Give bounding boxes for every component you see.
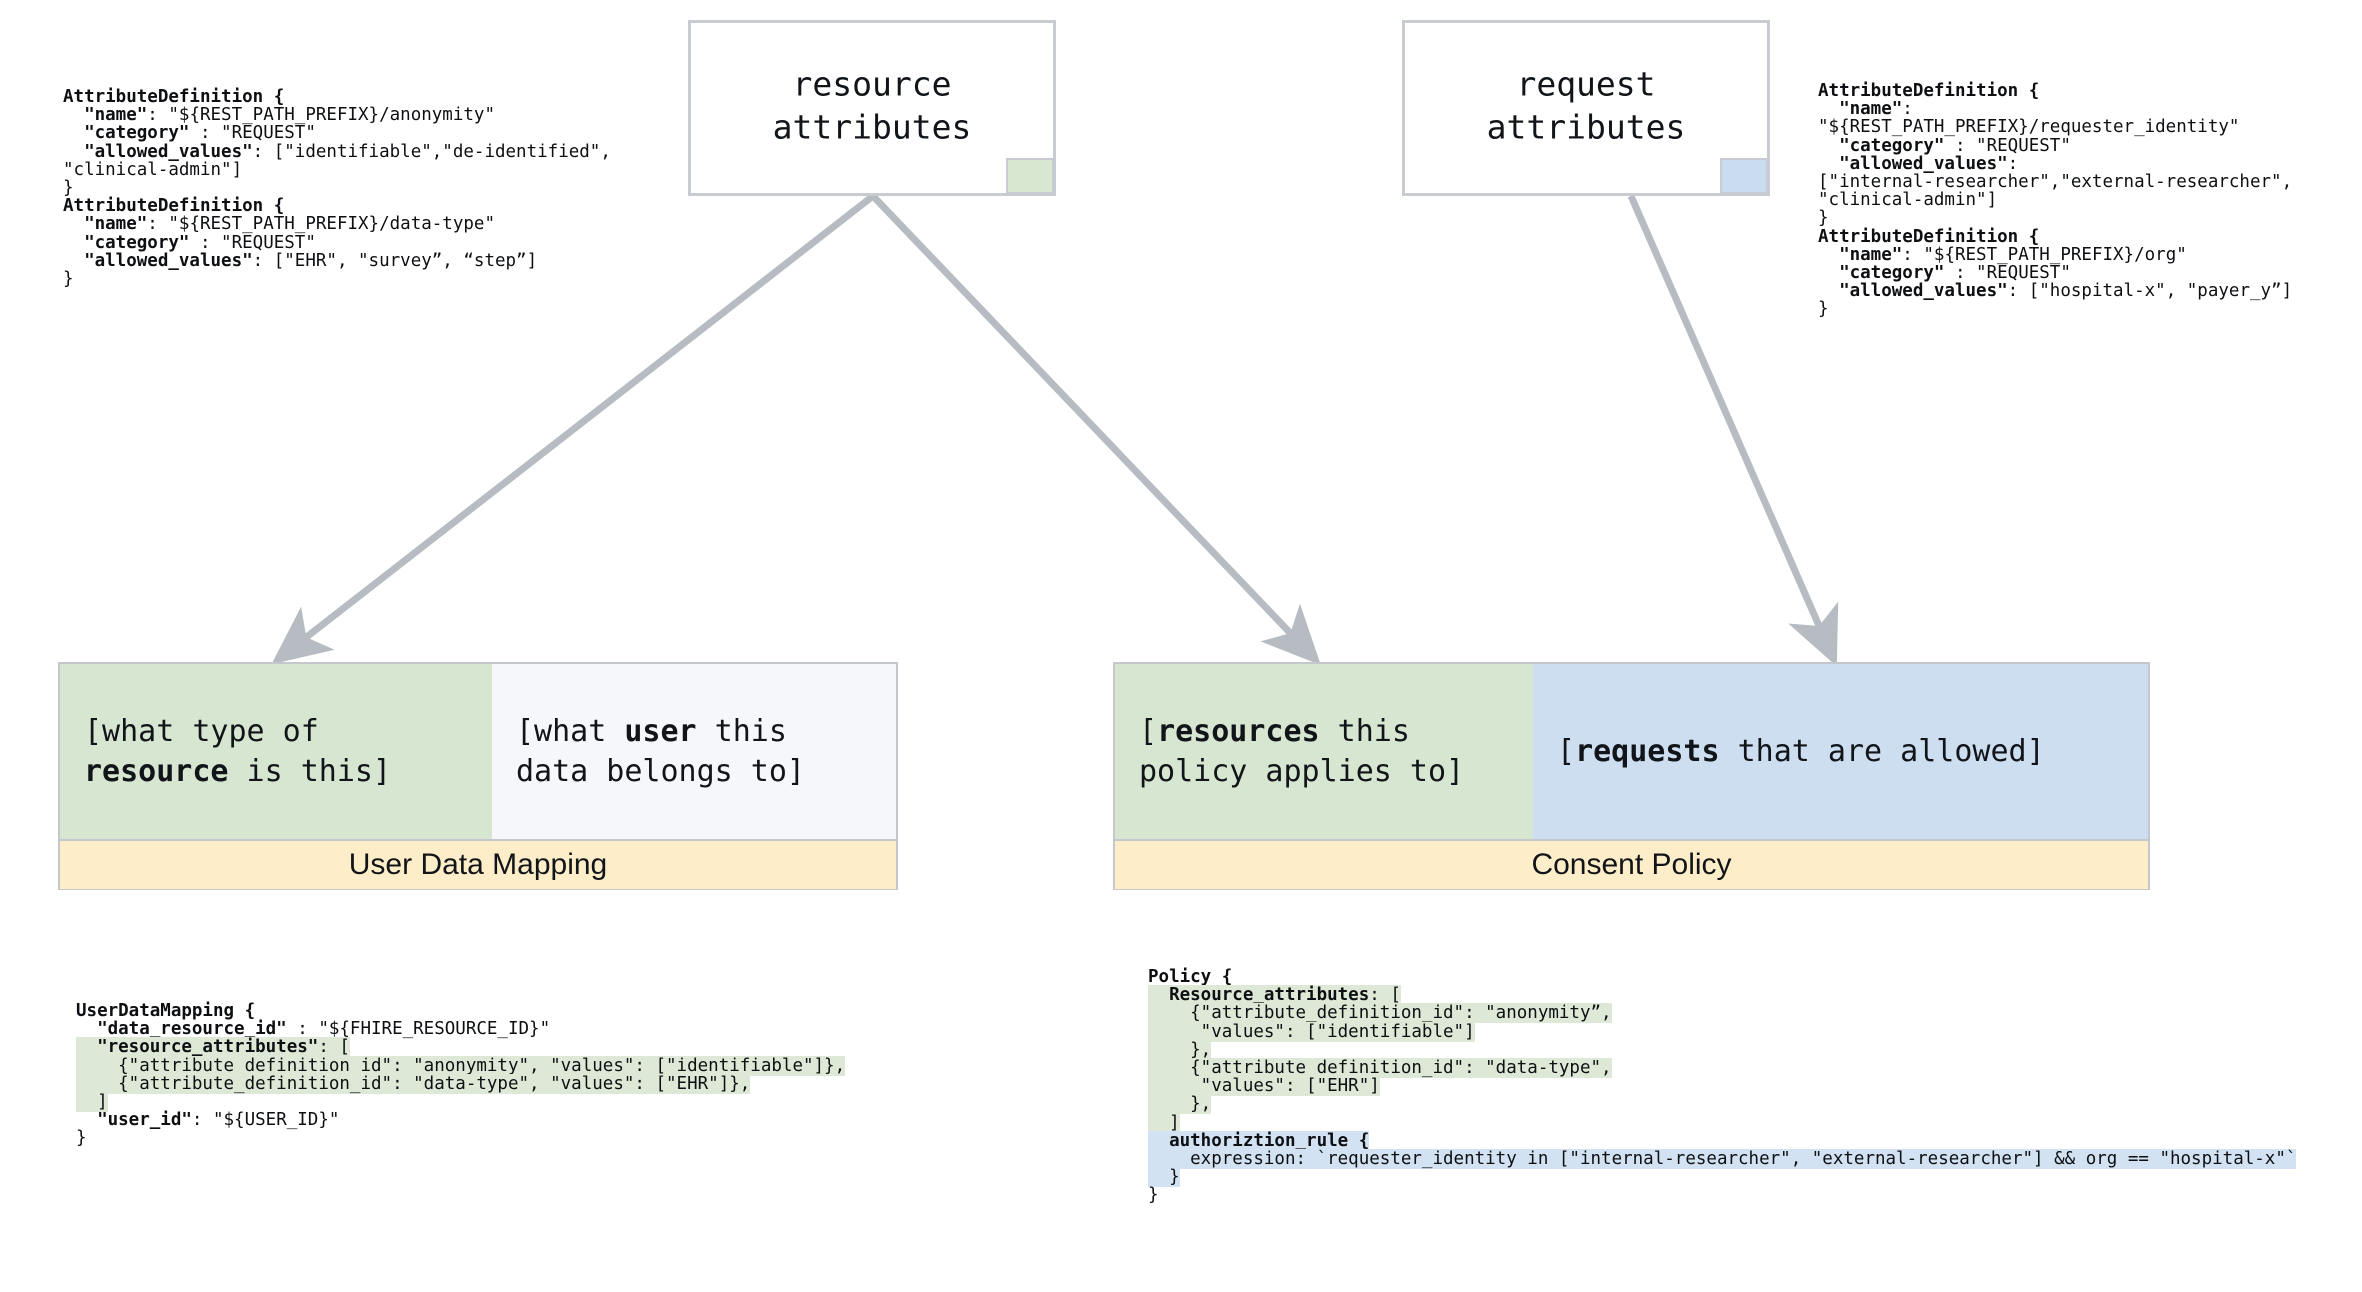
code-line: {"attribute_definition_id": "anonymity”, — [1148, 1003, 1612, 1024]
code-line: } — [63, 177, 74, 198]
resource-type-cell-text: [what type of resource is this] — [84, 713, 392, 789]
policy-requests-cell[interactable]: [requests that are allowed] — [1533, 664, 2148, 839]
code-line: "allowed_values": ["identifiable","de-id… — [63, 141, 611, 162]
code-line: "category" : "REQUEST" — [1818, 262, 2071, 283]
request-attributes-label: request attributes — [1486, 64, 1686, 147]
code-line: "clinical-admin"] — [63, 159, 243, 180]
code-line: "allowed_values": — [1818, 153, 2019, 174]
user-data-mapping-panel[interactable]: [what type of resource is this] [what us… — [58, 662, 898, 890]
user-owner-cell[interactable]: [what user this data belongs to] — [492, 664, 896, 839]
code-line: } — [76, 1128, 87, 1149]
resource-attributes-label: resource attributes — [772, 64, 972, 147]
consent-policy-code: Policy { Resource_attributes: [ {"attrib… — [1148, 968, 2358, 1204]
code-line: } — [63, 268, 74, 289]
code-line: "data_resource_id" : "${FHIRE_RESOURCE_I… — [76, 1019, 551, 1040]
code-line: AttributeDefinition { — [1818, 81, 2040, 101]
code-line: "name": "${REST_PATH_PREFIX}/anonymity" — [63, 105, 495, 126]
code-line: expression: `requester_identity in ["int… — [1148, 1148, 2297, 1169]
code-line: Policy { — [1148, 967, 1233, 987]
consent-policy-footer-label: Consent Policy — [1115, 839, 2148, 889]
code-line: } — [1818, 208, 1829, 229]
code-line: "category" : "REQUEST" — [63, 232, 316, 253]
code-line: "values": ["identifiable"] — [1148, 1021, 1475, 1042]
code-line: Resource_attributes: [ — [1148, 985, 1401, 1006]
code-line: } — [1148, 1185, 1159, 1206]
consent-policy-panel[interactable]: [resources this policy applies to] [requ… — [1113, 662, 2150, 890]
request-attribute-color-swatch — [1720, 158, 1768, 194]
code-line: "resource_attributes": [ — [76, 1037, 350, 1058]
resource-attribute-definitions-code: AttributeDefinition { "name": "${REST_PA… — [63, 88, 663, 288]
request-attribute-definitions-code: AttributeDefinition { "name":"${REST_PAT… — [1818, 82, 2358, 318]
user-data-mapping-code: UserDataMapping { "data_resource_id" : "… — [76, 1002, 896, 1148]
code-line: AttributeDefinition { — [63, 87, 285, 107]
code-line: "${REST_PATH_PREFIX}/requester_identity" — [1818, 117, 2240, 138]
resource-attribute-color-swatch — [1006, 158, 1054, 194]
code-line: } — [1818, 299, 1829, 320]
policy-resources-cell-text: [resources this policy applies to] — [1139, 713, 1465, 789]
code-line: } — [1148, 1167, 1180, 1188]
resource-attributes-box[interactable]: resource attributes — [688, 20, 1056, 196]
code-line: ] — [76, 1091, 108, 1112]
code-line: "allowed_values": ["EHR", "survey”, “ste… — [63, 250, 538, 271]
policy-resources-cell[interactable]: [resources this policy applies to] — [1115, 664, 1533, 839]
code-line: }, — [1148, 1039, 1212, 1060]
user-data-mapping-cells: [what type of resource is this] [what us… — [60, 664, 896, 839]
code-line: "name": "${REST_PATH_PREFIX}/org" — [1818, 244, 2187, 265]
code-line: "user_id": "${USER_ID}" — [76, 1110, 340, 1131]
arrow-resource-to-consent-policy — [870, 193, 1321, 666]
code-line: {"attribute_definition_id": "data-type",… — [76, 1073, 751, 1094]
code-line: "category" : "REQUEST" — [63, 123, 316, 144]
user-data-mapping-footer-label: User Data Mapping — [60, 839, 896, 889]
code-line: "category" : "REQUEST" — [1818, 135, 2071, 156]
code-line: "clinical-admin"] — [1818, 190, 1998, 211]
policy-requests-cell-text: [requests that are allowed] — [1557, 733, 2045, 769]
code-line: "values": ["EHR"] — [1148, 1076, 1380, 1097]
code-line: ] — [1148, 1112, 1180, 1133]
code-line: {"attribute_definition_id": "anonymity",… — [76, 1055, 846, 1076]
code-line: "name": "${REST_PATH_PREFIX}/data-type" — [63, 214, 495, 235]
arrow-request-to-consent-policy — [1627, 194, 1839, 667]
code-line: ["internal-researcher","external-researc… — [1818, 171, 2293, 192]
user-owner-cell-text: [what user this data belongs to] — [516, 713, 805, 789]
code-line: authoriztion_rule { — [1148, 1130, 1370, 1151]
code-line: AttributeDefinition { — [1818, 226, 2040, 247]
code-line: "allowed_values": ["hospital-x", "payer_… — [1818, 281, 2293, 302]
request-attributes-box[interactable]: request attributes — [1402, 20, 1770, 196]
code-line: AttributeDefinition { — [63, 196, 285, 217]
code-line: "name": — [1818, 99, 1913, 120]
code-line: }, — [1148, 1094, 1212, 1115]
code-line: {"attribute_definition_id": "data-type", — [1148, 1057, 1612, 1078]
code-line: UserDataMapping { — [76, 1001, 256, 1021]
resource-type-cell[interactable]: [what type of resource is this] — [60, 664, 492, 839]
consent-policy-cells: [resources this policy applies to] [requ… — [1115, 664, 2148, 839]
